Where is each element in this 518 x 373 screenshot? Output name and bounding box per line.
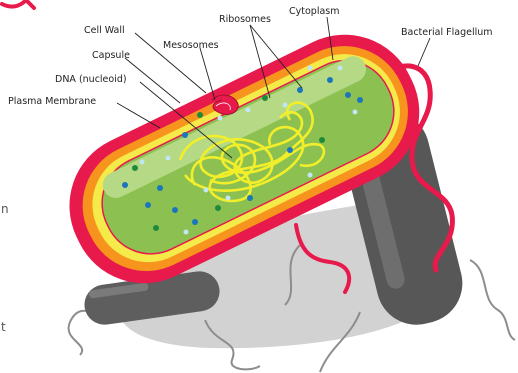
label-capsule: Capsule (92, 50, 130, 61)
label-bacterial-flagellum: Bacterial Flagellum (401, 27, 493, 38)
label-mesosomes: Mesosomes (163, 40, 219, 51)
edge-fragment-2: t (1, 320, 6, 334)
label-plasma-membrane: Plasma Membrane (8, 96, 96, 107)
label-cytoplasm: Cytoplasm (289, 6, 340, 17)
label-cell-wall: Cell Wall (84, 25, 125, 36)
top-squiggle-decoration (2, 0, 34, 8)
label-ribosomes: Ribosomes (219, 14, 271, 25)
edge-fragment-1: n (1, 202, 9, 216)
label-dna-nucleoid: DNA (nucleoid) (55, 74, 127, 85)
